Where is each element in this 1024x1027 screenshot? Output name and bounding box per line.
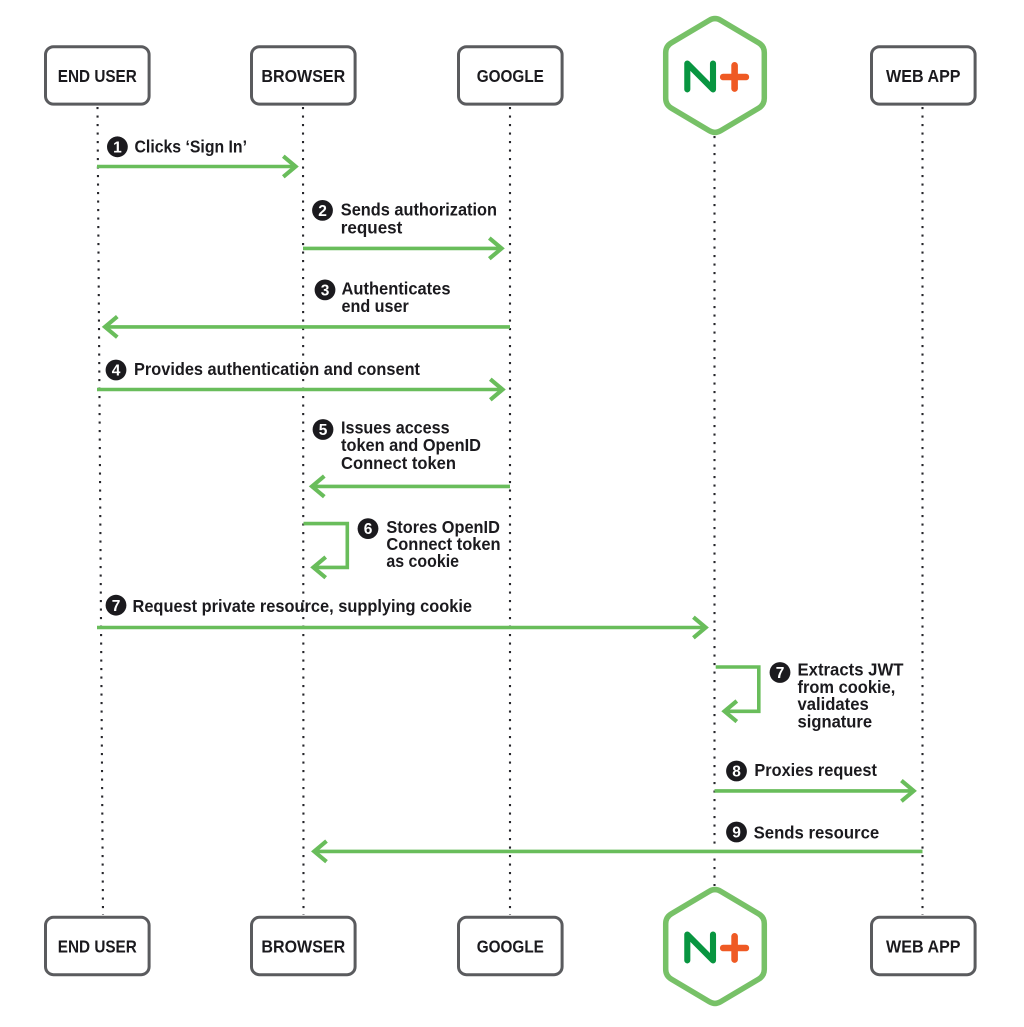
svg-text:Provides authentication and co: Provides authentication and consent (134, 359, 420, 379)
svg-text:7: 7 (776, 665, 785, 682)
svg-text:WEB APP: WEB APP (886, 937, 961, 957)
svg-text:8: 8 (732, 764, 741, 781)
svg-text:9: 9 (732, 825, 741, 842)
svg-text:3: 3 (321, 283, 330, 300)
svg-text:END USER: END USER (58, 937, 137, 957)
svg-text:1: 1 (113, 139, 122, 156)
svg-text:Sends authorization: Sends authorization (341, 199, 497, 219)
svg-text:Issues access: Issues access (341, 418, 450, 438)
svg-text:Request private resource, supp: Request private resource, supplying cook… (133, 596, 473, 616)
svg-text:signature: signature (798, 711, 873, 731)
svg-text:GOOGLE: GOOGLE (477, 937, 544, 957)
svg-text:BROWSER: BROWSER (261, 937, 345, 957)
svg-text:GOOGLE: GOOGLE (477, 66, 544, 86)
svg-text:WEB APP: WEB APP (886, 66, 961, 86)
svg-text:7: 7 (112, 598, 121, 615)
svg-text:Proxies request: Proxies request (754, 760, 877, 780)
svg-text:Connect token: Connect token (386, 534, 500, 554)
svg-text:end user: end user (342, 296, 409, 316)
svg-text:from cookie,: from cookie, (798, 677, 896, 697)
svg-text:Stores OpenID: Stores OpenID (386, 517, 500, 537)
svg-text:2: 2 (318, 203, 327, 220)
svg-text:Sends resource: Sends resource (754, 823, 880, 843)
svg-text:request: request (341, 217, 403, 237)
svg-text:validates: validates (798, 694, 869, 714)
svg-text:Clicks ‘Sign In’: Clicks ‘Sign In’ (135, 136, 248, 156)
svg-text:5: 5 (319, 422, 328, 439)
svg-text:Connect token: Connect token (341, 453, 456, 473)
svg-text:6: 6 (364, 521, 373, 538)
svg-text:4: 4 (112, 363, 121, 380)
svg-text:Extracts JWT: Extracts JWT (798, 660, 904, 680)
svg-text:Authenticates: Authenticates (342, 279, 451, 299)
svg-text:as cookie: as cookie (386, 551, 459, 571)
svg-text:END USER: END USER (58, 66, 137, 86)
svg-text:token and OpenID: token and OpenID (341, 435, 481, 455)
svg-text:BROWSER: BROWSER (261, 66, 345, 86)
